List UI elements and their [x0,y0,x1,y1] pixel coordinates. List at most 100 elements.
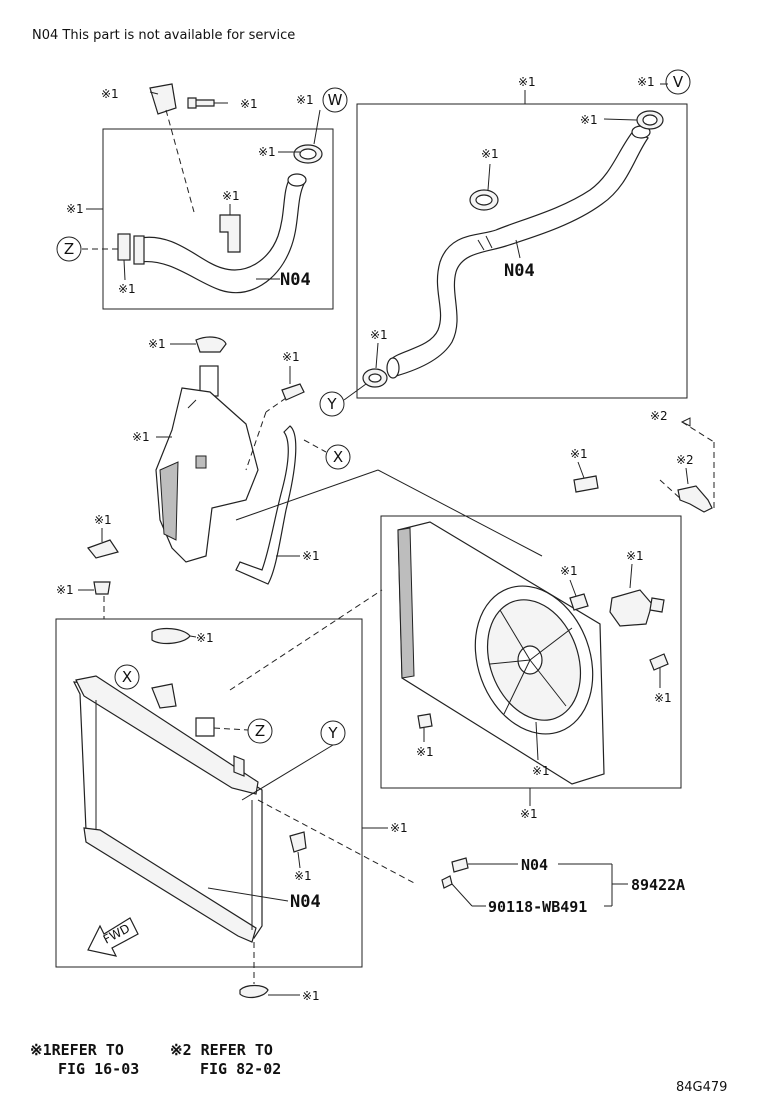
ref-fan-bolt-top: ※1 [570,447,588,461]
ref-clamp-v2: ※1 [580,113,598,127]
ref-clamp-upper: ※1 [258,145,276,159]
fan-nut[interactable] [417,713,433,729]
radiator-box [55,618,363,968]
callout-w-label: W [328,91,343,109]
radiator-cushion[interactable] [93,581,111,595]
hose-clamp-y-inner [368,373,382,383]
ref2-part-label: ※2 [676,453,694,467]
ref-radiator-cap: ※1 [196,631,214,645]
legend-ref1-line1: ※1REFER TO [30,1041,124,1059]
hose-end-upper [287,173,307,187]
reservoir-group[interactable] [155,336,305,585]
hose-end-lower [133,235,145,265]
drain-cock[interactable] [117,233,131,261]
callout-v [665,69,691,95]
ref-bracket: ※1 [101,87,119,101]
sensor-bolt[interactable] [441,875,453,889]
bolt-part-number[interactable]: 90118-WB491 [488,898,587,916]
ref-box2: ※1 [518,75,536,89]
fwd-arrow-shape [87,917,139,957]
legend-ref2-line2: FIG 82-02 [200,1060,281,1078]
reservoir-tank[interactable] [155,387,259,563]
fwd-arrow: FWD [87,917,139,957]
ref-bolt: ※1 [240,97,258,111]
upper-hose-group[interactable] [362,110,664,388]
drain-plug[interactable] [289,831,307,853]
ref-clamp-mid: ※1 [481,147,499,161]
n04-lower-hose[interactable]: N04 [280,270,311,290]
reservoir-bolt[interactable] [281,383,305,401]
ref-resistor: ※1 [626,549,644,563]
ref-drain: ※1 [118,282,136,296]
lower-hose-group[interactable] [82,83,323,294]
ref-clip: ※1 [222,189,240,203]
reservoir-cap[interactable] [195,336,227,353]
hose-clip[interactable] [219,214,241,253]
fan-group[interactable] [397,475,669,785]
callout-z-left [56,236,82,262]
ref-clamp-w: ※1 [296,93,314,107]
radiator-cap[interactable] [151,627,191,645]
legend-ref2-line1: ※2 REFER TO [170,1041,273,1059]
callout-x-bottom [114,664,140,690]
ref-fan-center: ※1 [532,764,550,778]
lower-hose-box [102,128,334,310]
sensor-group[interactable] [441,857,469,889]
radiator-upper-tank[interactable] [75,675,259,795]
upper-hose-end-lower [386,357,400,379]
lower-cushion[interactable] [239,984,269,999]
ref-reservoir: ※1 [132,430,150,444]
assembly-part-number[interactable]: 89422A [631,876,685,894]
fan-motor-resistor[interactable] [609,589,653,627]
fan-connector [649,597,665,613]
sensor[interactable] [451,857,469,873]
ref-overflow-hose: ※1 [302,549,320,563]
radiator-support-bracket[interactable] [87,539,119,559]
n04-radiator[interactable]: N04 [290,892,321,912]
legend: ※1REFER TO FIG 16-03 ※2 REFER TO FIG 82-… [30,1041,281,1078]
radiator-core[interactable] [72,681,263,939]
legend-ref1-line2: FIG 16-03 [58,1060,139,1078]
n04-sensor[interactable]: N04 [521,856,548,874]
upper-hose[interactable] [389,129,649,377]
radiator-filler-neck[interactable] [151,683,177,709]
callout-x-top-label: X [333,448,343,466]
callout-y-bottom-label: Y [327,724,338,742]
n04-upper-hose[interactable]: N04 [504,261,535,281]
ref-cushion: ※1 [56,583,74,597]
callout-v-label: V [673,73,684,91]
header-note: N04 This part is not available for servi… [32,28,295,43]
shroud-edge [397,527,415,679]
ref-cap: ※1 [148,337,166,351]
fan-bolt-side[interactable] [649,653,669,671]
ref-fan-box: ※1 [520,807,538,821]
reservoir-label [195,455,207,469]
callout-y-top [319,391,345,417]
bracket-bolt[interactable] [187,97,215,109]
fan-bolt-top[interactable] [573,475,599,493]
hose-clamp-mid-inner [475,194,493,206]
ref2-arrow-label: ※2 [650,409,668,423]
ref-radiator: ※1 [390,821,408,835]
ref2-part[interactable] [677,485,713,513]
ref-fan-bolt-side: ※1 [654,691,672,705]
radiator-group[interactable] [72,627,307,999]
hose-clamp-w-inner [299,148,317,160]
radiator-lower-tank[interactable] [83,827,257,943]
fan-clip [569,593,589,611]
ref-support-bracket: ※1 [94,513,112,527]
hose-clamp-v-inner [642,114,658,126]
callout-y-top-label: Y [326,395,337,413]
callout-x-bottom-label: X [122,668,132,686]
ref-clamp-y: ※1 [370,328,388,342]
radiator-outlet[interactable] [195,717,215,737]
fan-box [380,515,682,789]
callout-x-top [325,444,351,470]
callout-z-bottom-label: Z [255,722,265,740]
ref-fan-nut: ※1 [416,745,434,759]
figure-code: 84G479 [676,1080,727,1095]
overflow-hose[interactable] [235,425,297,585]
ref-lower-cushion: ※1 [302,989,320,1003]
hose-bracket[interactable] [149,83,177,115]
